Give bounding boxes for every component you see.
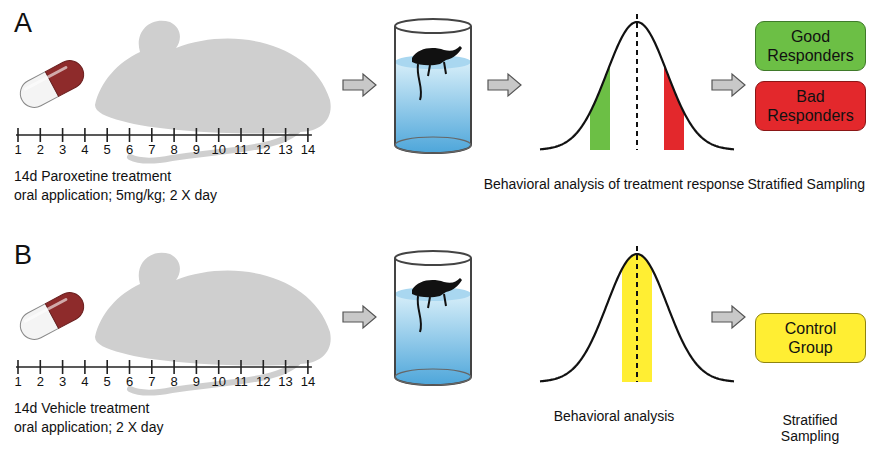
text-label: 10 xyxy=(211,143,225,158)
timeline-tick xyxy=(307,360,309,374)
text-label: 3 xyxy=(59,375,66,390)
swim-beaker xyxy=(395,251,471,385)
block-arrow xyxy=(488,74,521,96)
text-label: 9 xyxy=(193,143,200,158)
timeline-tick xyxy=(173,128,175,142)
timeline-tick xyxy=(17,360,19,374)
pill-icon xyxy=(15,288,88,345)
timeline-tick xyxy=(106,128,108,142)
timeline-tick xyxy=(218,128,220,142)
timeline-tick xyxy=(129,128,131,142)
text-label: 5 xyxy=(104,375,111,390)
timeline-tick xyxy=(262,360,264,374)
text-label: 13 xyxy=(278,375,292,390)
box-label: Bad Responders xyxy=(764,87,857,125)
text-label: oral application; 2 X day xyxy=(14,419,163,435)
group-box: Bad Responders xyxy=(755,81,866,131)
text-label: 14d Vehicle treatment xyxy=(14,400,149,416)
timeline xyxy=(16,360,312,374)
text-label: 4 xyxy=(81,375,88,390)
block-arrow xyxy=(712,74,745,96)
timeline-tick xyxy=(62,360,64,374)
text-label: Stratified Sampling xyxy=(770,412,850,444)
block-arrow xyxy=(343,306,376,328)
text-label: oral application; 5mg/kg; 2 X day xyxy=(14,187,217,203)
text-label: 10 xyxy=(211,375,225,390)
text-label: 1 xyxy=(14,375,21,390)
timeline-axis xyxy=(16,366,312,368)
timeline-tick xyxy=(240,360,242,374)
text-label: 1 xyxy=(14,143,21,158)
text-label: 5 xyxy=(104,143,111,158)
text-label: 14d Paroxetine treatment xyxy=(14,168,171,184)
swim-beaker xyxy=(395,19,471,153)
timeline-tick xyxy=(62,128,64,142)
block-arrow xyxy=(343,74,376,96)
timeline-tick xyxy=(39,128,41,142)
timeline-tick xyxy=(151,128,153,142)
timeline xyxy=(16,128,312,142)
timeline-tick xyxy=(129,360,131,374)
box-label: Good Responders xyxy=(764,27,857,65)
timeline-tick xyxy=(17,128,19,142)
timeline-tick xyxy=(173,360,175,374)
text-label: 12 xyxy=(256,375,270,390)
timeline-tick xyxy=(307,128,309,142)
text-label: 7 xyxy=(148,143,155,158)
text-label: 14 xyxy=(301,143,315,158)
pill-icon xyxy=(15,56,88,113)
text-label: 12 xyxy=(256,143,270,158)
text-label: 11 xyxy=(234,143,248,158)
text-label: 6 xyxy=(126,375,133,390)
block-arrow xyxy=(712,306,745,328)
panel-letter: A xyxy=(14,8,32,39)
group-box: Control Group xyxy=(755,313,866,363)
timeline-tick xyxy=(106,360,108,374)
text-label: Behavioral analysis xyxy=(554,408,675,424)
timeline-tick xyxy=(151,360,153,374)
timeline-tick xyxy=(196,128,198,142)
text-label: 13 xyxy=(278,143,292,158)
text-label: 8 xyxy=(170,375,177,390)
mean-line xyxy=(636,14,638,150)
mouse-silhouette xyxy=(95,21,331,161)
text-label: Behavioral analysis of treatment respons… xyxy=(484,176,745,192)
text-label: 3 xyxy=(59,143,66,158)
mean-line xyxy=(636,246,638,382)
timeline-tick xyxy=(262,128,264,142)
timeline-tick xyxy=(285,128,287,142)
text-label: 8 xyxy=(170,143,177,158)
timeline-tick xyxy=(218,360,220,374)
timeline-tick xyxy=(39,360,41,374)
text-label: 6 xyxy=(126,143,133,158)
text-label: 4 xyxy=(81,143,88,158)
timeline-tick xyxy=(84,360,86,374)
group-box: Good Responders xyxy=(755,21,866,71)
text-label: 11 xyxy=(234,375,248,390)
text-label: 2 xyxy=(37,143,44,158)
timeline-tick xyxy=(285,360,287,374)
bell-curve xyxy=(540,246,734,382)
text-label: 14 xyxy=(301,375,315,390)
timeline-tick xyxy=(240,128,242,142)
timeline-tick xyxy=(196,360,198,374)
bell-curve xyxy=(540,14,734,150)
text-label: 2 xyxy=(37,375,44,390)
panel-letter: B xyxy=(14,240,32,271)
timeline-axis xyxy=(16,134,312,136)
text-label: 7 xyxy=(148,375,155,390)
text-label: 9 xyxy=(193,375,200,390)
mouse-silhouette xyxy=(95,253,331,393)
box-label: Control Group xyxy=(764,319,857,357)
timeline-tick xyxy=(84,128,86,142)
text-label: Stratified Sampling xyxy=(747,176,865,192)
